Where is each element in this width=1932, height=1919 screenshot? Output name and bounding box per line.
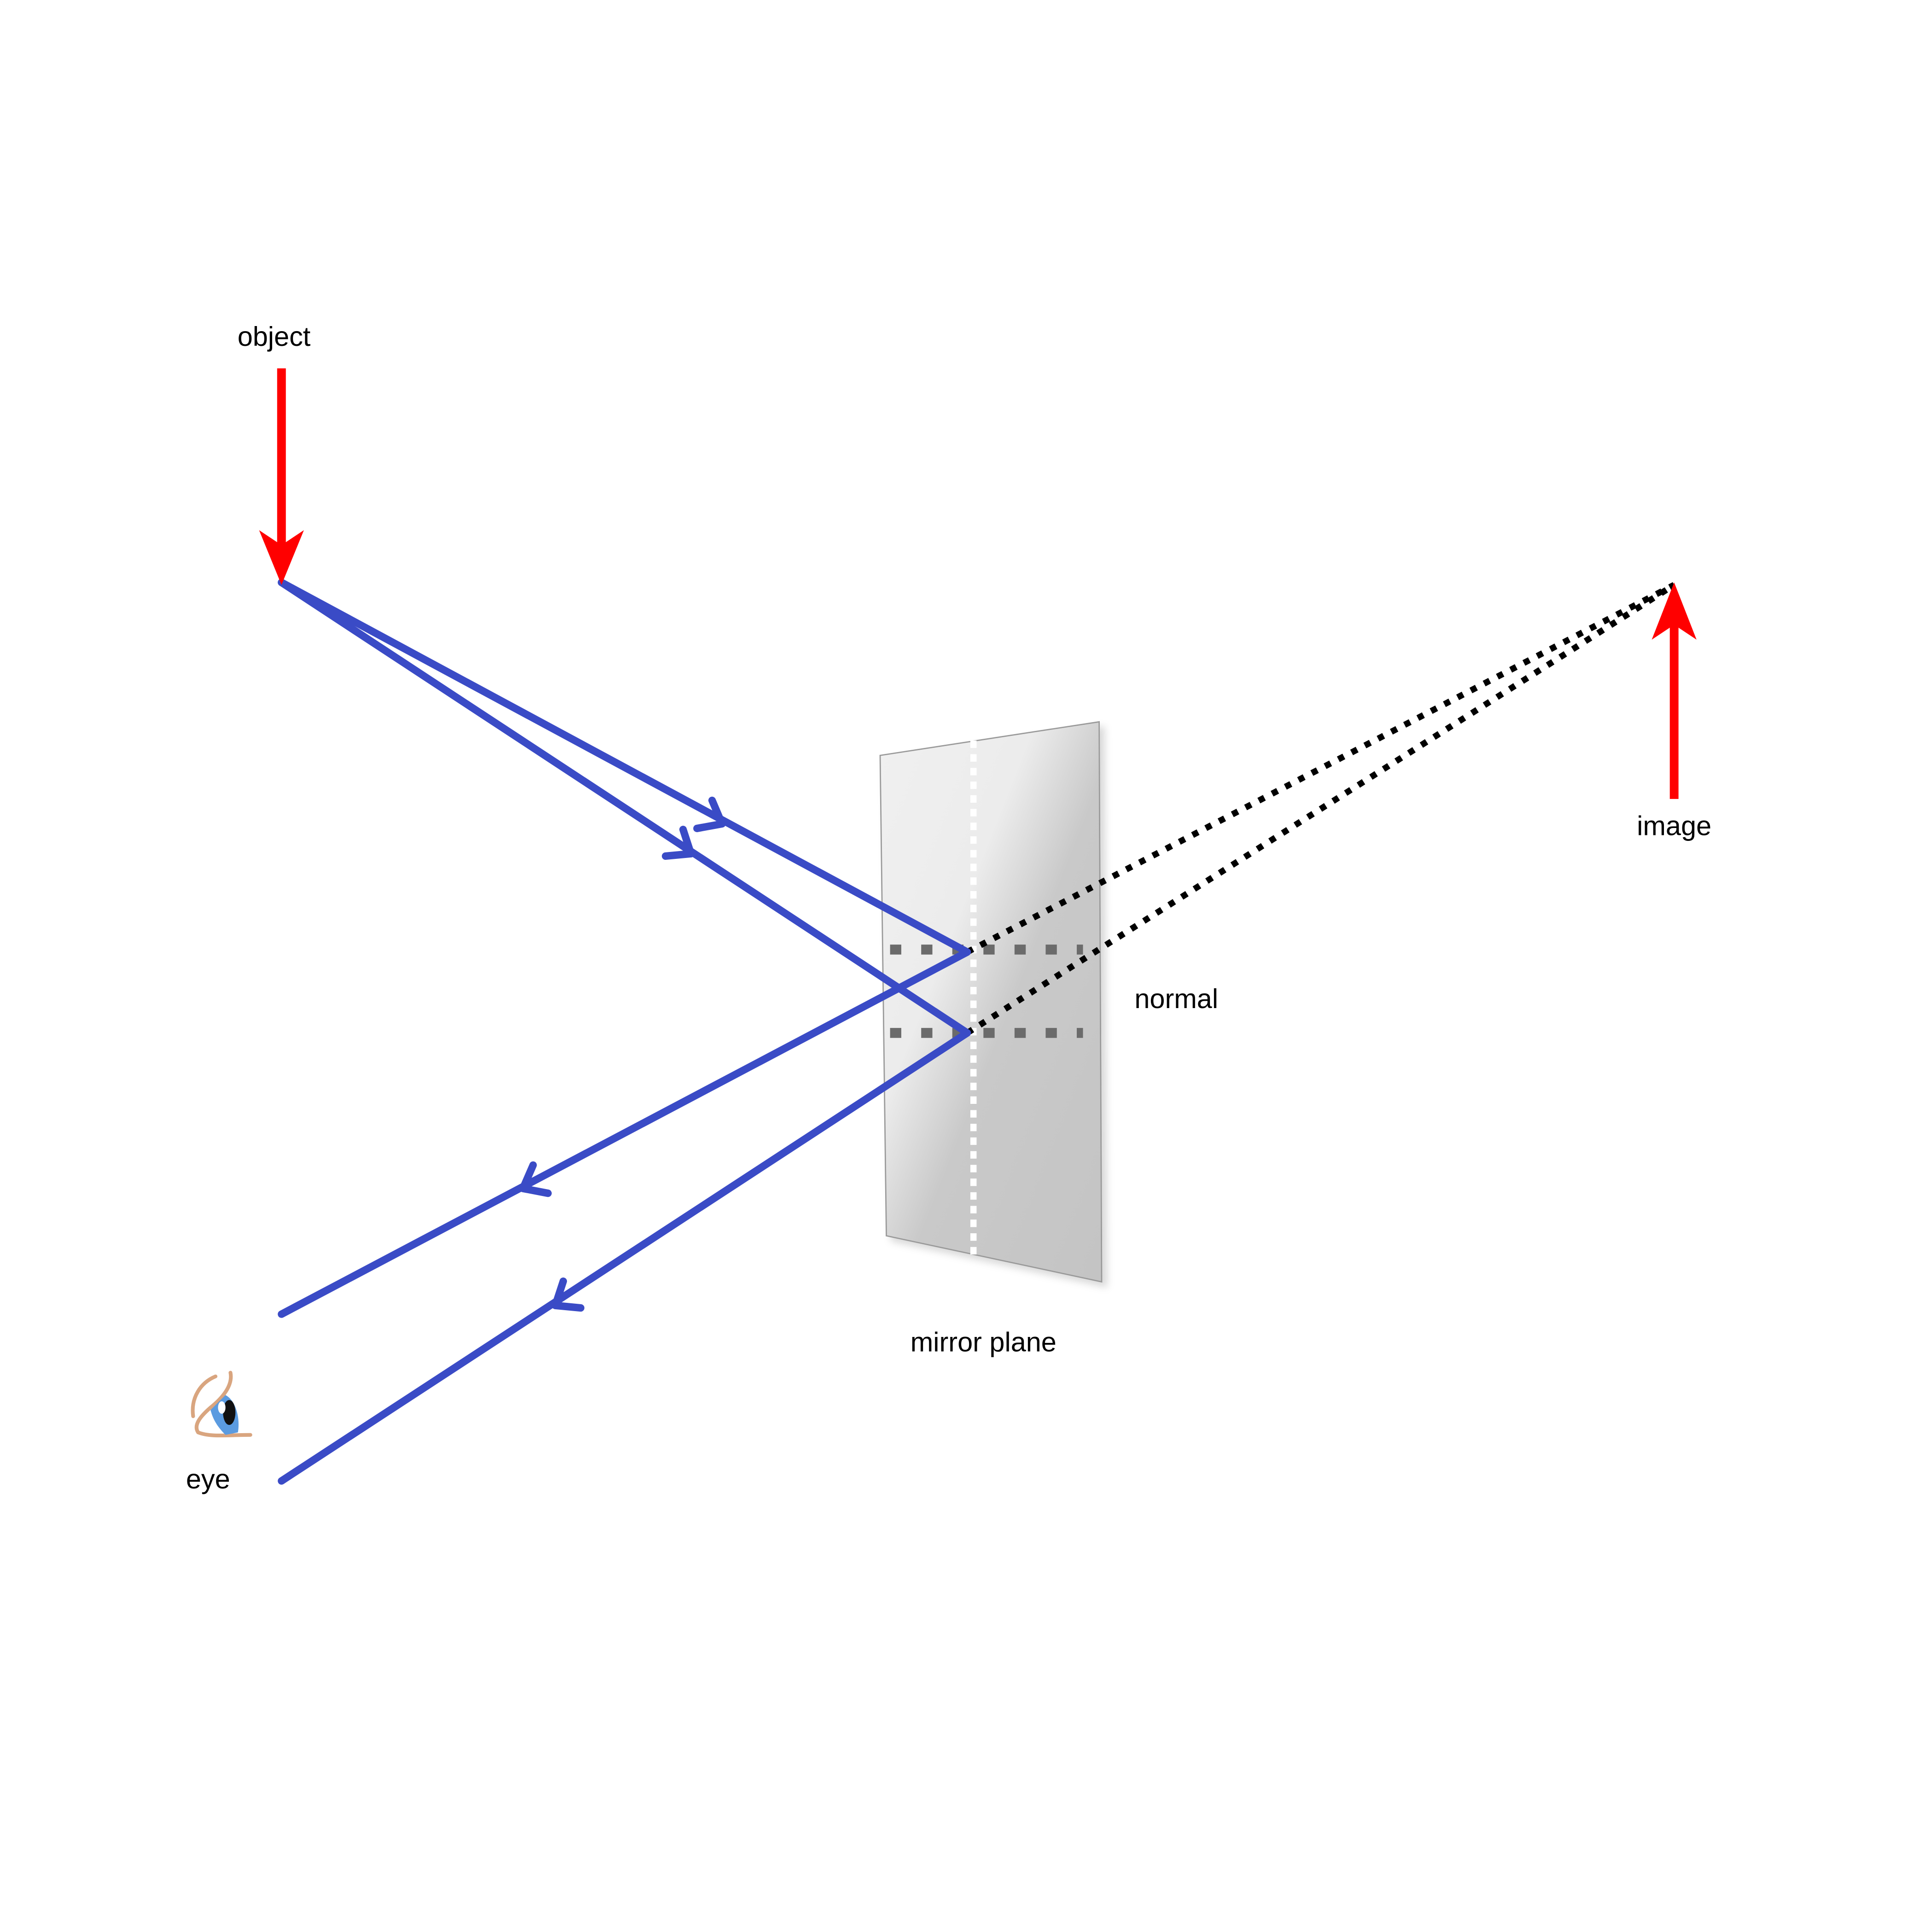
incident-ray-lower [278,578,971,1485]
incident-ray-upper [278,578,971,1318]
ray-direction-chevron [551,1277,584,1312]
object-arrow [259,368,304,585]
mirror-plane-label: mirror plane [911,1327,1056,1358]
eye-icon [191,1371,252,1438]
image-arrow [1652,582,1697,799]
ray-direction-chevron [693,796,726,832]
normal-label: normal [1134,983,1218,1014]
eye-label: eye [186,1464,230,1494]
ray-direction-chevron [662,826,695,860]
virtual-ray-lower [965,582,1676,1036]
mirror-plane [879,721,1103,1283]
ray-direction-chevron [519,1161,552,1197]
image-label: image [1637,810,1711,841]
object-label: object [238,321,311,352]
